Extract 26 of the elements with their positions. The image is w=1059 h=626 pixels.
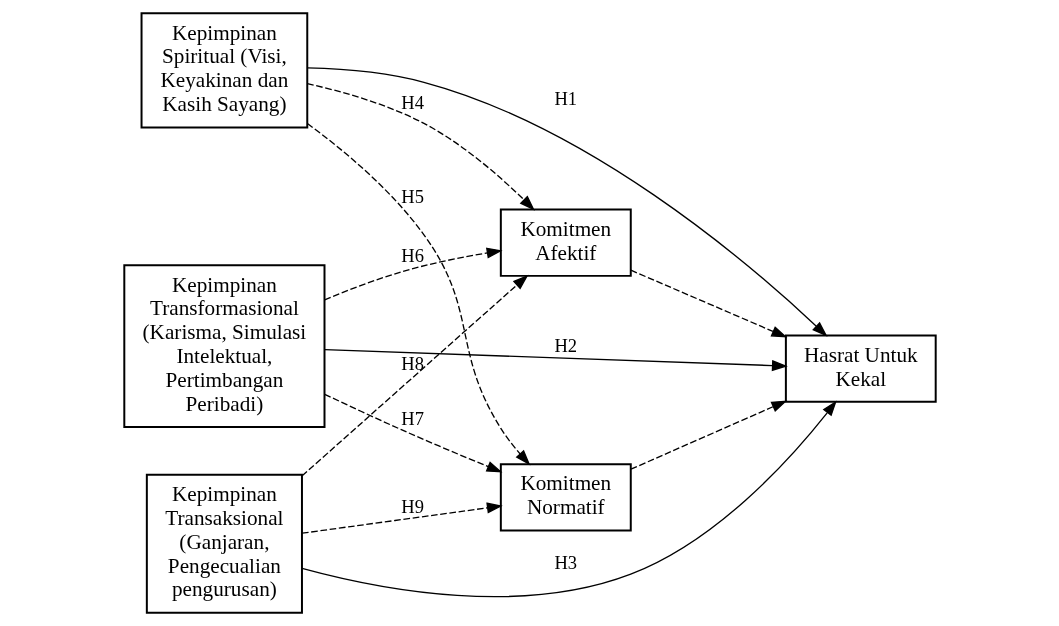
node-box: Hasrat Untuk Kekal <box>784 334 937 403</box>
edge-label: H7 <box>400 407 424 429</box>
edge-label: H5 <box>400 186 424 208</box>
edge-label: H3 <box>553 552 577 574</box>
arrow <box>306 122 530 466</box>
arrow <box>306 83 535 211</box>
node-box: Kepimpinan Transformasional (Karisma, Simulasi Intelektual, Pertimbangan Peribadi) <box>122 264 325 428</box>
node-box: Kepimpinan Transaksional (Ganjaran, Pengecualian pengurusan) <box>145 473 303 614</box>
arrow <box>301 274 528 477</box>
edge-label: H8 <box>400 353 424 375</box>
node-box: Komitmen Afektif <box>499 208 632 277</box>
arrow <box>629 400 787 470</box>
arrow <box>306 67 828 337</box>
arrow <box>300 400 837 598</box>
edge-label: H1 <box>553 88 577 110</box>
arrow <box>323 393 502 473</box>
node-box: Komitmen Normatif <box>499 463 632 532</box>
edge-label: H2 <box>553 334 577 356</box>
arrow <box>629 269 787 338</box>
arrow <box>323 349 788 372</box>
edge-label: H9 <box>400 496 424 518</box>
node-box: Kepimpinan Spiritual (Visi, Keyakinan dan Kasih Sayang) <box>140 12 308 129</box>
edge-label: H6 <box>400 244 424 266</box>
edge-label: H4 <box>400 92 424 114</box>
arrow <box>323 247 503 301</box>
arrow <box>301 502 503 534</box>
